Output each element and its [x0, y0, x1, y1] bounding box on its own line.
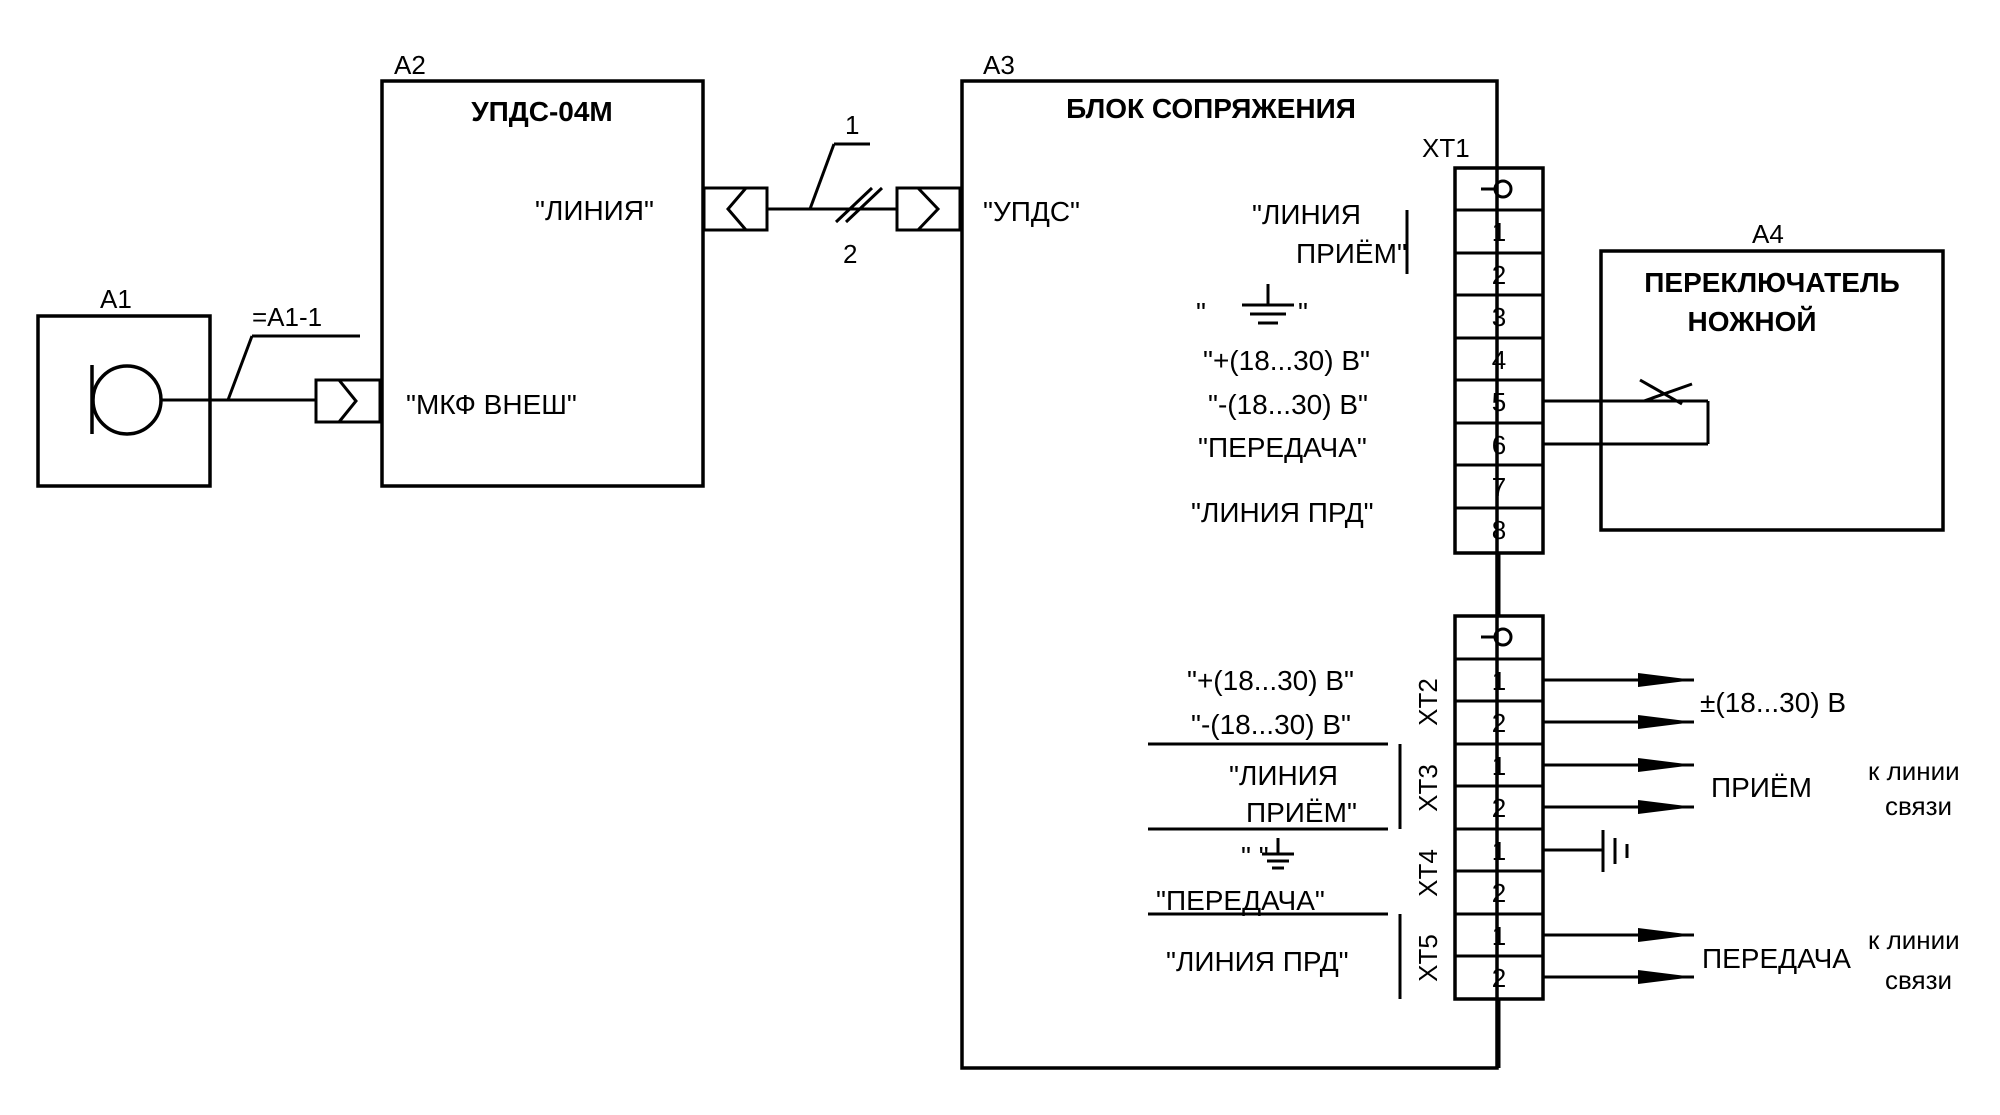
- block-a3-ref: A3: [983, 50, 1015, 80]
- xt1-label-gnd-close: ": [1298, 297, 1308, 328]
- block-a4-title-2: НОЖНОЙ: [1687, 305, 1816, 337]
- output-power: ±(18...30) В: [1700, 687, 1846, 718]
- lower-strip-key-icon: [1481, 627, 1513, 647]
- xt1-label-minus: "-(18...30) В": [1208, 389, 1368, 420]
- block-a4: A4 ПЕРЕКЛЮЧАТЕЛЬ НОЖНОЙ: [1599, 219, 1945, 532]
- lower-label-peredacha: "ПЕРЕДАЧА": [1156, 885, 1325, 916]
- xt5-pin-2: 2: [1492, 963, 1506, 993]
- xt4-pin-2: 2: [1492, 878, 1506, 908]
- xt2-pin-2: 2: [1492, 708, 1506, 738]
- block-a2-port-line: "ЛИНИЯ": [535, 195, 654, 226]
- output-to-line-3: к линии: [1868, 925, 1960, 955]
- switch-contact-icon: [1639, 378, 1683, 406]
- lower-label-plus: "+(18...30) В": [1187, 665, 1354, 696]
- lower-terminal-block: 1 2 1 2 1 2 1 2: [1453, 614, 1545, 1001]
- lower-label-liniya-prd: "ЛИНИЯ ПРД": [1166, 946, 1349, 977]
- block-a3-port-upds: "УПДС": [983, 196, 1080, 227]
- a3-upds-plug: [895, 186, 962, 232]
- xt2-pin-1: 1: [1492, 666, 1506, 696]
- foot-switch-wiring: [1543, 378, 1710, 446]
- xt1-pin-6: 6: [1492, 430, 1506, 460]
- xt1-pin-7: 7: [1492, 472, 1506, 502]
- xt1-pin-2: 2: [1492, 260, 1506, 290]
- output-priem: ПРИЁМ: [1711, 772, 1812, 803]
- xt5-pin-1: 1: [1492, 921, 1506, 951]
- block-a4-title-1: ПЕРЕКЛЮЧАТЕЛЬ: [1644, 267, 1899, 298]
- a2-line-socket: [702, 186, 769, 232]
- cable-wire-2-label: 2: [843, 239, 857, 269]
- mic-plug-connector: [314, 378, 382, 424]
- lower-label-priem: ПРИЁМ": [1246, 797, 1357, 828]
- xt1-pin-3: 3: [1492, 302, 1506, 332]
- output-labels: ±(18...30) В ПРИЁМ к линии связи ПЕРЕДАЧ…: [1700, 687, 1960, 995]
- xt1-pin-8: 8: [1492, 515, 1506, 545]
- output-to-line-4: связи: [1885, 965, 1952, 995]
- xt2-name: XT2: [1413, 678, 1443, 726]
- xt5-name: XT5: [1413, 934, 1443, 982]
- chassis-ground-icon: [1543, 830, 1629, 872]
- xt1-pin-1: 1: [1492, 217, 1506, 247]
- lower-label-gnd: " ": [1241, 841, 1269, 872]
- xt1-key-icon: [1481, 179, 1513, 199]
- xt1-signal-labels: "ЛИНИЯ ПРИЁМ" " " "+(18...30) В" "-(18..…: [1191, 199, 1409, 528]
- xt3-name: XT3: [1413, 764, 1443, 812]
- lower-strip-group-separators: [1148, 742, 1402, 999]
- microphone-icon: [90, 364, 163, 436]
- cable-wire-1-label: 1: [845, 110, 859, 140]
- xt1-label-gnd-open: ": [1196, 297, 1206, 328]
- cable-a1-1-label: =A1-1: [252, 302, 322, 332]
- output-arrows: [1543, 673, 1694, 984]
- xt1-pin-5: 5: [1492, 387, 1506, 417]
- cable-a2-a3: 1 2: [767, 110, 897, 269]
- block-a2: A2 УПДС-04М "ЛИНИЯ" "МКФ ВНЕШ": [380, 50, 705, 488]
- block-a3: A3 БЛОК СОПРЯЖЕНИЯ "УПДС": [960, 50, 1499, 1070]
- xt1-label-liniya: "ЛИНИЯ: [1252, 199, 1361, 230]
- xt1-terminal-block: XT1 1 2 3 4 5 6 7 8: [1422, 133, 1545, 555]
- block-a2-port-mic: "МКФ ВНЕШ": [406, 389, 577, 420]
- block-a1: A1: [36, 284, 212, 488]
- xt1-label-plus: "+(18...30) В": [1203, 345, 1370, 376]
- lower-label-minus: "-(18...30) В": [1191, 709, 1351, 740]
- xt3-pin-1: 1: [1492, 751, 1506, 781]
- xt4-pin-1: 1: [1492, 836, 1506, 866]
- block-a3-title: БЛОК СОПРЯЖЕНИЯ: [1066, 93, 1356, 124]
- lower-strip-signal-labels: "+(18...30) В" "-(18...30) В" "ЛИНИЯ ПРИ…: [1156, 665, 1357, 977]
- block-a2-title: УПДС-04М: [471, 96, 613, 127]
- xt4-name: XT4: [1413, 849, 1443, 897]
- lower-label-liniya: "ЛИНИЯ: [1229, 760, 1338, 791]
- ground-icon: [1242, 284, 1294, 325]
- block-a1-ref: A1: [100, 284, 132, 314]
- xt1-label-priem: ПРИЁМ": [1296, 238, 1407, 269]
- xt1-name: XT1: [1422, 133, 1470, 163]
- block-a2-ref: A2: [394, 50, 426, 80]
- cable-a1-1: =A1-1: [226, 302, 360, 401]
- xt1-label-peredacha: "ПЕРЕДАЧА": [1198, 432, 1367, 463]
- output-to-line-2: связи: [1885, 791, 1952, 821]
- output-peredacha: ПЕРЕДАЧА: [1702, 943, 1851, 974]
- block-a4-ref: A4: [1752, 219, 1784, 249]
- xt1-pin-4: 4: [1492, 345, 1506, 375]
- ground-icon: [1262, 838, 1294, 870]
- xt3-pin-2: 2: [1492, 793, 1506, 823]
- xt1-label-liniya-prd: "ЛИНИЯ ПРД": [1191, 497, 1374, 528]
- output-to-line-1: к линии: [1868, 756, 1960, 786]
